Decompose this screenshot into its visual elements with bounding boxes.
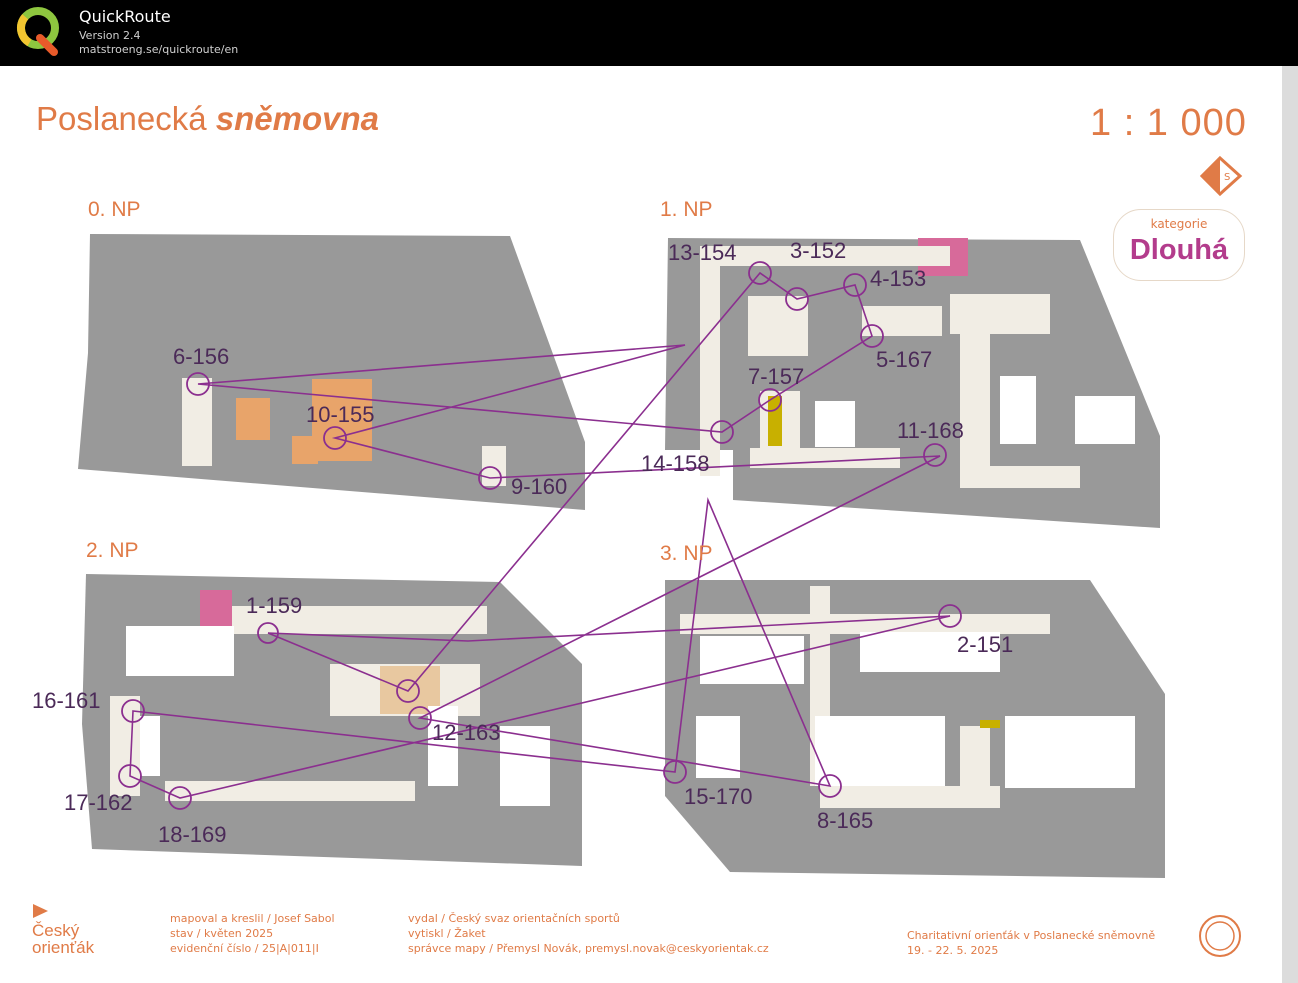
control-label: 7-157 xyxy=(748,364,805,389)
footer-emblem-icon xyxy=(1199,915,1241,957)
control-label: 11-168 xyxy=(897,418,964,443)
app-url[interactable]: matstroeng.se/quickroute/en xyxy=(79,43,239,56)
orienteering-map[interactable]: S Poslanecká sněmovna xyxy=(0,66,1298,983)
map-title: Poslanecká sněmovna xyxy=(36,100,380,137)
category-label: kategorie xyxy=(1150,217,1208,231)
app-name: QuickRoute xyxy=(79,7,171,26)
control-label: 14-158 xyxy=(641,451,710,476)
floor-label: 0. NP xyxy=(88,198,141,221)
control-label: 18-169 xyxy=(158,822,227,847)
control-label: 4-153 xyxy=(870,266,927,291)
control-label: 6-156 xyxy=(173,344,230,369)
control-label: 3-152 xyxy=(790,238,847,263)
floor-0-building xyxy=(78,234,585,510)
control-label: 12-163 xyxy=(432,720,501,745)
control-circles xyxy=(118,261,962,810)
control-label: 1-159 xyxy=(246,593,303,618)
control-label: 17-162 xyxy=(64,790,133,815)
category-value: Dlouhá xyxy=(1129,234,1229,266)
event-info: Charitativní orienťák v Poslanecké sněmo… xyxy=(907,929,1156,957)
floor-label: 2. NP xyxy=(86,539,139,562)
cesky-orientak-logo-icon xyxy=(33,904,48,918)
control-label: 15-170 xyxy=(684,784,753,809)
control-label: 16-161 xyxy=(32,688,101,713)
title-bar: QuickRoute Version 2.4 matstroeng.se/qui… xyxy=(0,0,1298,66)
app-version: Version 2.4 xyxy=(79,29,141,42)
route-line xyxy=(129,271,951,799)
floor-label: 3. NP xyxy=(660,542,713,565)
control-label: 10-155 xyxy=(306,402,375,427)
map-scale: 1 : 1 000 xyxy=(1090,102,1247,144)
north-arrow-label: S xyxy=(1224,172,1230,183)
quickroute-logo-icon xyxy=(17,7,60,56)
map-drawing: S xyxy=(0,66,1298,983)
control-label: 9-160 xyxy=(511,474,568,499)
control-label: 13-154 xyxy=(668,240,737,265)
category-badge: kategorie Dlouhá xyxy=(1113,209,1245,281)
control-label: 8-165 xyxy=(817,808,874,833)
control-label: 2-151 xyxy=(957,632,1014,657)
control-label: 5-167 xyxy=(876,347,933,372)
floor-label: 1. NP xyxy=(660,198,713,221)
